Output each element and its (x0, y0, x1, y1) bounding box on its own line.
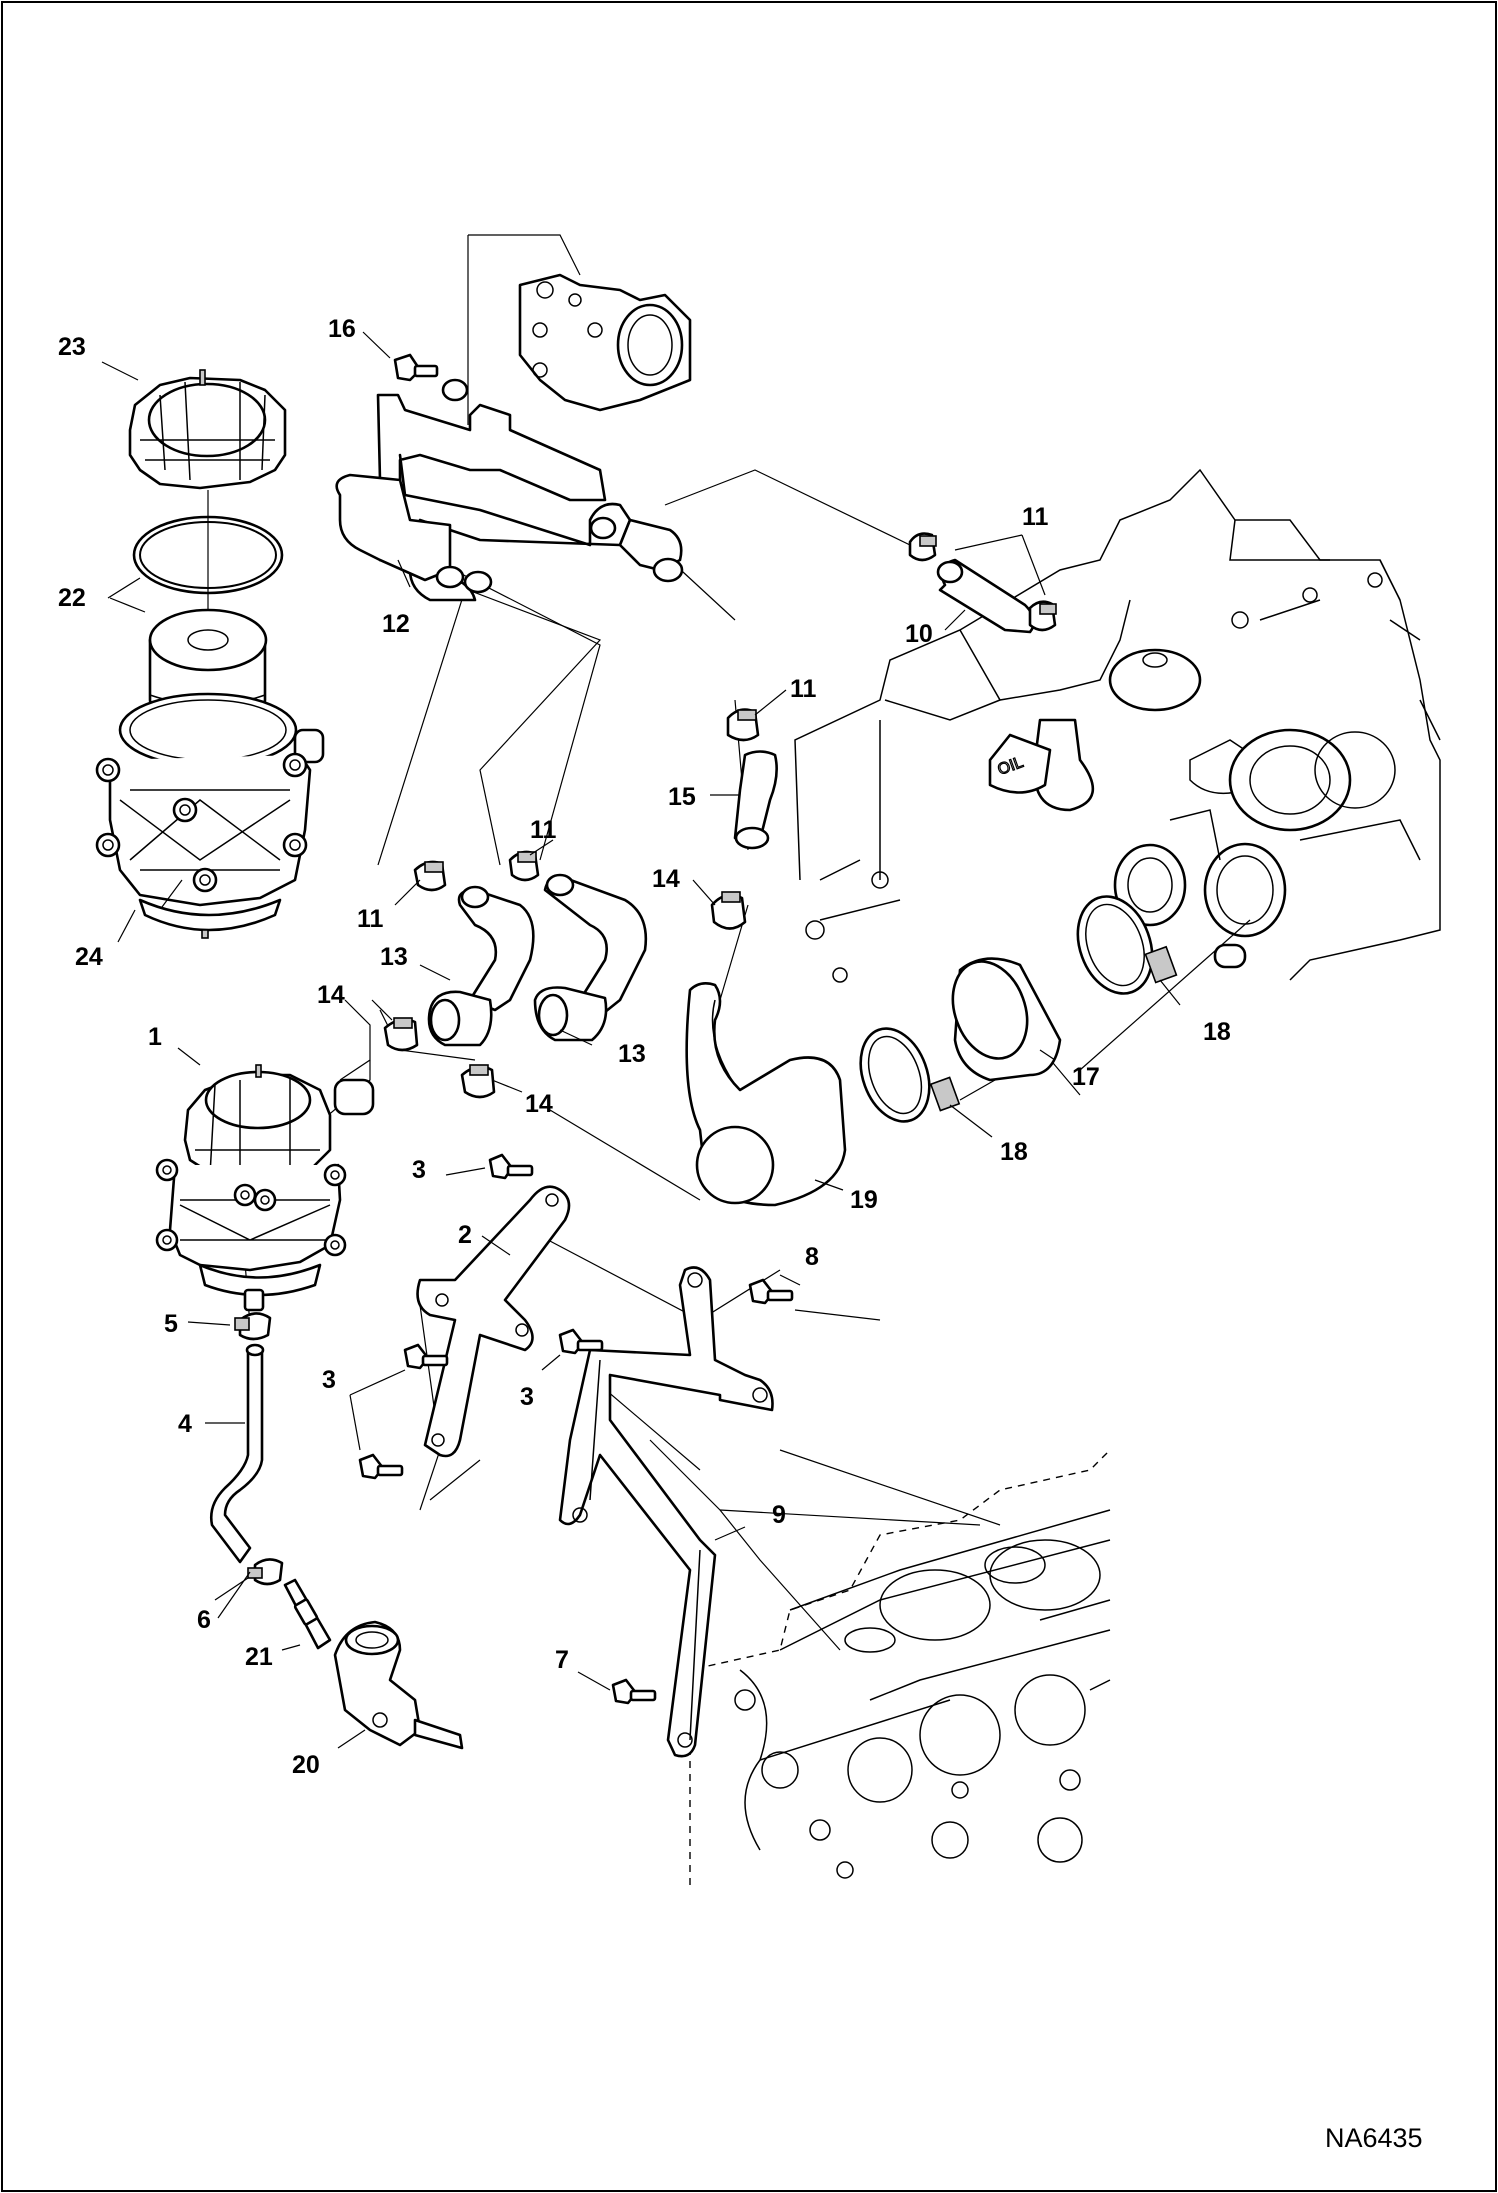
part-21-fitting (283, 1578, 332, 1650)
callout-8: 8 (805, 1243, 819, 1271)
bolts (358, 1153, 794, 1705)
callout-24: 24 (75, 943, 103, 971)
part-11-clamps (413, 532, 1057, 892)
callout-9: 9 (772, 1501, 786, 1529)
part-20-tube (333, 1620, 464, 1750)
figure-reference-code: NA6435 (1325, 2123, 1423, 2153)
engine-block (689, 1449, 1111, 1885)
engine-head: OIL (794, 468, 1441, 983)
part-1-separator (155, 1064, 375, 1312)
part-4-hose (210, 1343, 265, 1564)
callout-1: 1 (148, 1023, 162, 1051)
part-9-bracket (558, 1266, 774, 1758)
callout-23: 23 (58, 333, 86, 361)
callout-6: 6 (197, 1606, 211, 1634)
part-18-clamps (859, 895, 1178, 1123)
callout-12: 12 (382, 610, 410, 638)
part-16-bolt (393, 353, 439, 382)
part-13-hoses (427, 873, 648, 1047)
callout-22: 22 (58, 584, 86, 612)
callout-3-a: 3 (412, 1156, 426, 1184)
callout-13-b: 13 (618, 1040, 646, 1068)
callout-20: 20 (292, 1751, 320, 1779)
part-6-clamp (247, 1558, 284, 1586)
callout-11-b: 11 (790, 675, 817, 703)
part-15-hose (733, 750, 778, 850)
part-10-hose (936, 558, 1036, 634)
part-24-housing (95, 692, 325, 939)
callout-4: 4 (178, 1410, 192, 1438)
callout-leaders (101, 331, 1181, 1749)
callout-2: 2 (458, 1221, 472, 1249)
callout-11-a: 11 (1022, 503, 1049, 531)
callout-15: 15 (668, 783, 696, 811)
callout-13-a: 13 (380, 943, 408, 971)
part-12-hose (335, 378, 684, 602)
part-14-clamps (383, 891, 747, 1099)
part-17-sleeve (951, 957, 1062, 1082)
housing-top (518, 273, 692, 412)
callout-19: 19 (850, 1186, 878, 1214)
part-19-elbow (685, 982, 847, 1207)
callout-18-b: 18 (1000, 1138, 1028, 1166)
callout-7: 7 (555, 1646, 569, 1674)
callout-21: 21 (245, 1643, 273, 1671)
callout-14-b: 14 (317, 981, 345, 1009)
callout-labels: 23 22 24 1 16 12 11 10 11 15 14 11 11 13… (58, 315, 1231, 1779)
callout-10: 10 (905, 620, 933, 648)
callout-16: 16 (328, 315, 356, 343)
callout-3-b: 3 (322, 1366, 336, 1394)
callout-14-a: 14 (652, 865, 680, 893)
callout-14-c: 14 (525, 1090, 553, 1118)
callout-11-d: 11 (357, 905, 384, 933)
callout-5: 5 (164, 1310, 178, 1338)
callout-18-a: 18 (1203, 1018, 1231, 1046)
part-2-bracket (416, 1185, 571, 1458)
part-22-oring-filter (132, 490, 284, 726)
callout-17: 17 (1072, 1063, 1100, 1091)
callout-3-c: 3 (520, 1383, 534, 1411)
callout-11-c: 11 (530, 816, 557, 844)
part-23-cap (128, 369, 287, 490)
part-5-clamp (234, 1312, 272, 1341)
